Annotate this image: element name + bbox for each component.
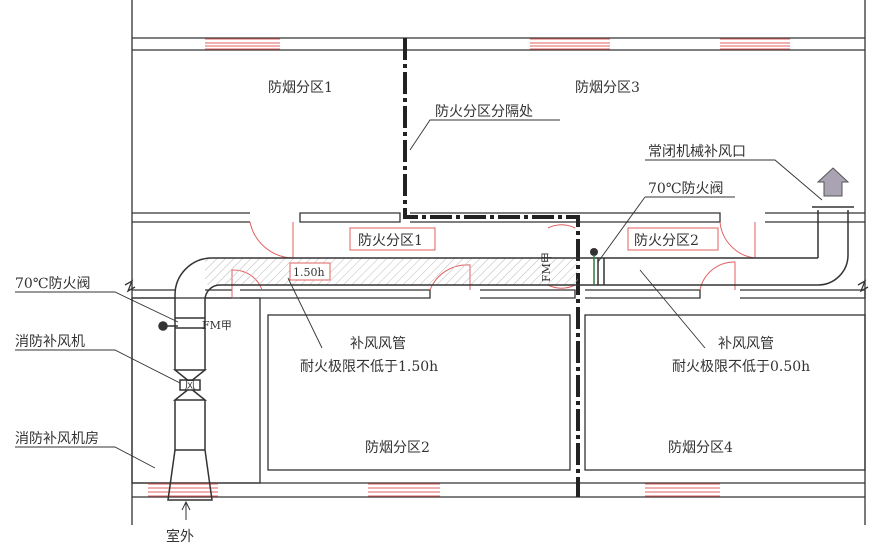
smoke-zone-1-label: 防烟分区1 <box>268 80 333 96</box>
rating-box-label: 1.50h <box>293 266 325 279</box>
vent-arrow-icon <box>816 167 850 197</box>
smoke-zone-2-label: 防烟分区2 <box>365 440 430 456</box>
duct-right-title: 补风风管 <box>718 336 774 352</box>
smoke-zone-4-label: 防烟分区4 <box>668 440 733 456</box>
duct-left-title: 补风风管 <box>350 336 406 352</box>
outdoor-arrow-icon <box>181 500 191 520</box>
fan-room-label: 消防补风机房 <box>15 431 99 447</box>
fan-label: 消防补风机 <box>15 334 85 350</box>
fire-partition-line <box>403 38 580 497</box>
duct-right-rating: 耐火极限不低于0.50h <box>672 359 810 375</box>
windows <box>148 38 790 497</box>
fm-mid-label: FM甲 <box>540 252 553 282</box>
fire-zone-2-label: 防火分区2 <box>634 233 699 249</box>
partition-label: 防火分区分隔处 <box>435 104 533 120</box>
damper-left-label: 70℃防火阀 <box>15 276 90 292</box>
duct-left-rating: 耐火极限不低于1.50h <box>300 359 438 375</box>
fan-symbol: 风 <box>185 379 196 392</box>
smoke-zone-3-label: 防烟分区3 <box>575 80 640 96</box>
damper-right-label: 70℃防火阀 <box>648 181 723 197</box>
fm-left-label: FM甲 <box>202 319 232 332</box>
supply-air-duct: 风 <box>158 206 854 501</box>
fire-zone-1-label: 防火分区1 <box>358 233 423 249</box>
leader-lines <box>15 119 823 469</box>
building-walls <box>124 0 869 525</box>
closed-vent-label: 常闭机械补风口 <box>648 144 746 160</box>
outdoor-label: 室外 <box>166 528 194 545</box>
